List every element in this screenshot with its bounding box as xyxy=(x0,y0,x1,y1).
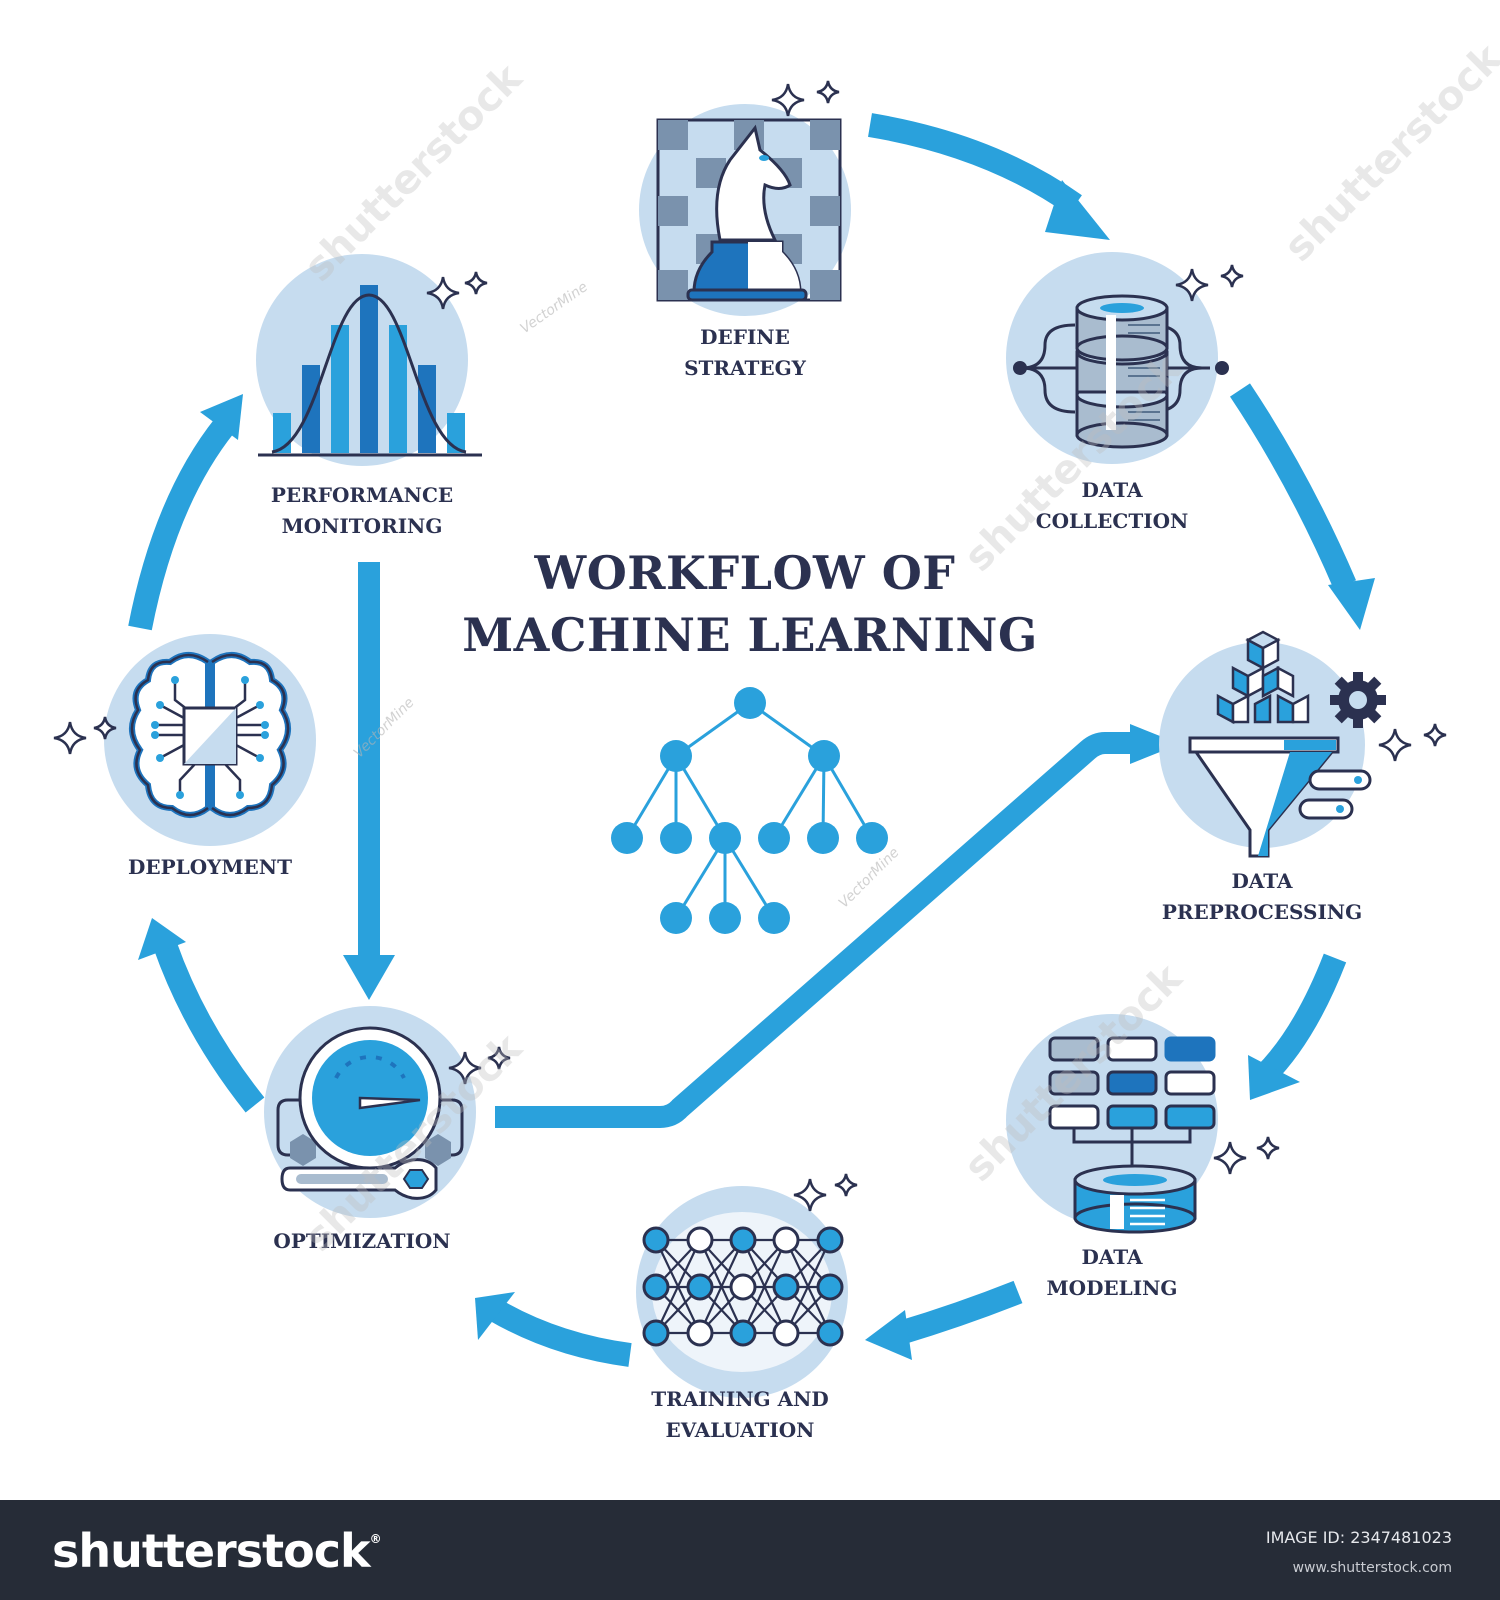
brand-text: shutterstock xyxy=(52,1524,371,1578)
step-data-preprocessing-icon xyxy=(1159,630,1448,858)
label-optimization: OPTIMIZATION xyxy=(273,1226,450,1257)
label-performance-monitoring: PERFORMANCE MONITORING xyxy=(271,480,453,542)
arrow-deployment-to-monitoring xyxy=(128,394,243,631)
step-data-modeling-icon xyxy=(1006,1014,1281,1234)
label-training-evaluation: TRAINING AND EVALUATION xyxy=(651,1384,828,1446)
stock-footer-bar: shutterstock® IMAGE ID: 2347481023 www.s… xyxy=(0,1500,1500,1600)
shutterstock-logo[interactable]: shutterstock® xyxy=(52,1524,382,1578)
ml-workflow-diagram xyxy=(52,79,1448,1398)
arrow-collection-to-preprocessing xyxy=(1230,383,1375,630)
arrow-modeling-to-training xyxy=(865,1280,1023,1360)
label-define-strategy: DEFINE STRATEGY xyxy=(684,322,806,384)
arrow-optimization-to-deployment xyxy=(138,918,265,1113)
arrow-preprocessing-to-modeling xyxy=(1248,953,1347,1100)
histogram-bars xyxy=(273,285,465,453)
step-optimization-icon xyxy=(264,1006,512,1218)
arrow-training-to-optimization xyxy=(475,1292,632,1367)
gear-icon xyxy=(1330,672,1386,728)
label-deployment: DEPLOYMENT xyxy=(128,852,292,883)
title-line-1: WORKFLOW OF xyxy=(534,546,956,600)
label-data-collection: DATA COLLECTION xyxy=(1036,475,1189,537)
label-line: PREPROCESSING xyxy=(1161,900,1363,924)
label-line: TRAINING AND xyxy=(651,1387,829,1411)
label-line: DATA xyxy=(1081,478,1143,502)
site-link[interactable]: www.shutterstock.com xyxy=(1292,1560,1452,1576)
label-line: DATA xyxy=(1231,869,1293,893)
step-define-strategy-icon xyxy=(639,79,851,316)
label-line: STRATEGY xyxy=(684,356,806,380)
decision-tree-icon xyxy=(611,687,888,934)
arrow-optimization-to-preprocessing xyxy=(495,724,1180,1128)
title-line-2: MACHINE LEARNING xyxy=(462,608,1038,662)
label-line: OPTIMIZATION xyxy=(273,1229,451,1253)
label-line: COLLECTION xyxy=(1035,509,1189,533)
label-line: DEPLOYMENT xyxy=(128,855,292,879)
label-line: DATA xyxy=(1081,1245,1143,1269)
label-line: DEFINE xyxy=(700,325,790,349)
arrow-define-to-collection xyxy=(868,113,1110,240)
label-line: PERFORMANCE xyxy=(270,483,454,507)
label-line: EVALUATION xyxy=(665,1418,815,1442)
step-deployment-icon xyxy=(52,634,316,846)
label-data-modeling: DATA MODELING xyxy=(1047,1242,1178,1304)
label-line: MODELING xyxy=(1046,1276,1178,1300)
flow-arrows xyxy=(128,113,1375,1367)
arrow-monitoring-to-optimization xyxy=(343,562,395,1000)
step-data-collection-icon xyxy=(1006,252,1245,464)
label-data-preprocessing: DATA PREPROCESSING xyxy=(1162,866,1362,928)
step-performance-monitoring-icon xyxy=(256,254,489,466)
image-id: IMAGE ID: 2347481023 xyxy=(1265,1528,1452,1547)
label-line: MONITORING xyxy=(281,514,443,538)
step-training-evaluation-icon xyxy=(636,1172,859,1398)
